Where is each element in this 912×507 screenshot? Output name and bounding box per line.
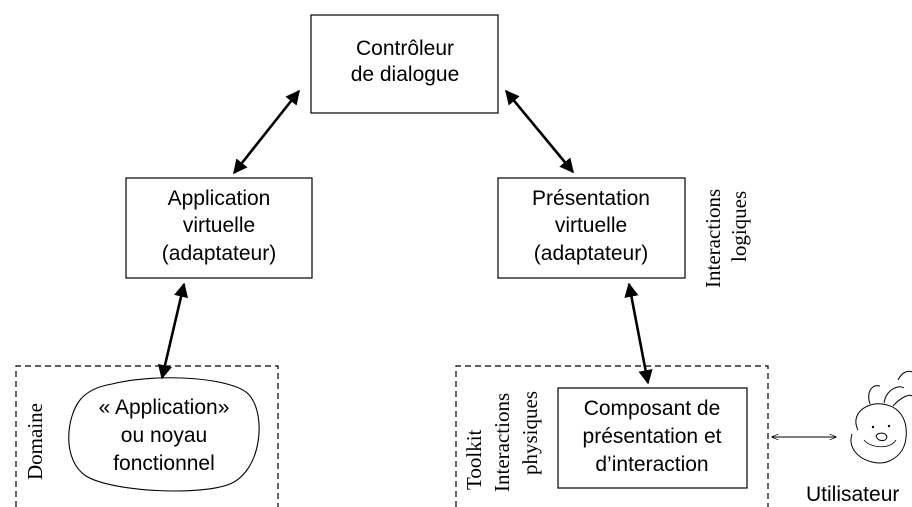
arrow-controller-presentation: [504, 89, 575, 174]
toolkit-line3: d’interaction: [595, 453, 708, 476]
domain-region: Domaine « Application» ou noyau fonction…: [15, 365, 279, 507]
virtual-application-line2: virtuelle: [183, 214, 255, 237]
domain-label: Domaine: [23, 403, 47, 480]
toolkit-region: Toolkit Interactions physiques Composant…: [455, 365, 769, 507]
arrow-controller-application: [232, 89, 301, 175]
controller-line1: Contrôleur: [356, 37, 454, 60]
virtual-application-box: Application virtuelle (adaptateur): [125, 177, 313, 279]
logical-interactions-line2: logiques: [727, 191, 751, 262]
domain-line2: ou noyau: [121, 424, 207, 447]
virtual-presentation-line1: Présentation: [532, 187, 650, 210]
presentation-component-box: [557, 387, 748, 489]
arrow-application-domain: [157, 282, 189, 380]
toolkit-line2: présentation et: [583, 425, 722, 448]
controller-line2: de dialogue: [351, 63, 460, 86]
virtual-presentation-line3: (adaptateur): [534, 242, 648, 265]
domain-line3: fonctionnel: [113, 452, 215, 475]
virtual-presentation-line2: virtuelle: [555, 214, 627, 237]
toolkit-line1: Composant de: [584, 397, 721, 420]
user-face-icon: [850, 370, 912, 464]
toolkit-label: Toolkit: [462, 429, 486, 490]
user-label: Utilisateur: [806, 483, 899, 506]
logical-interactions-line1: Interactions: [701, 189, 725, 288]
application-core-ellipse: [68, 377, 260, 492]
arrow-presentation-toolkit: [624, 282, 653, 385]
virtual-application-line1: Application: [168, 187, 271, 210]
domain-line1: « Application»: [99, 396, 230, 419]
controller-box: Contrôleur de dialogue: [310, 14, 499, 114]
physical-interactions-line1: Interactions: [490, 393, 514, 492]
virtual-presentation-box: Présentation virtuelle (adaptateur): [497, 177, 686, 279]
virtual-application-line3: (adaptateur): [162, 242, 276, 265]
physical-interactions-line2: physiques: [518, 391, 542, 475]
